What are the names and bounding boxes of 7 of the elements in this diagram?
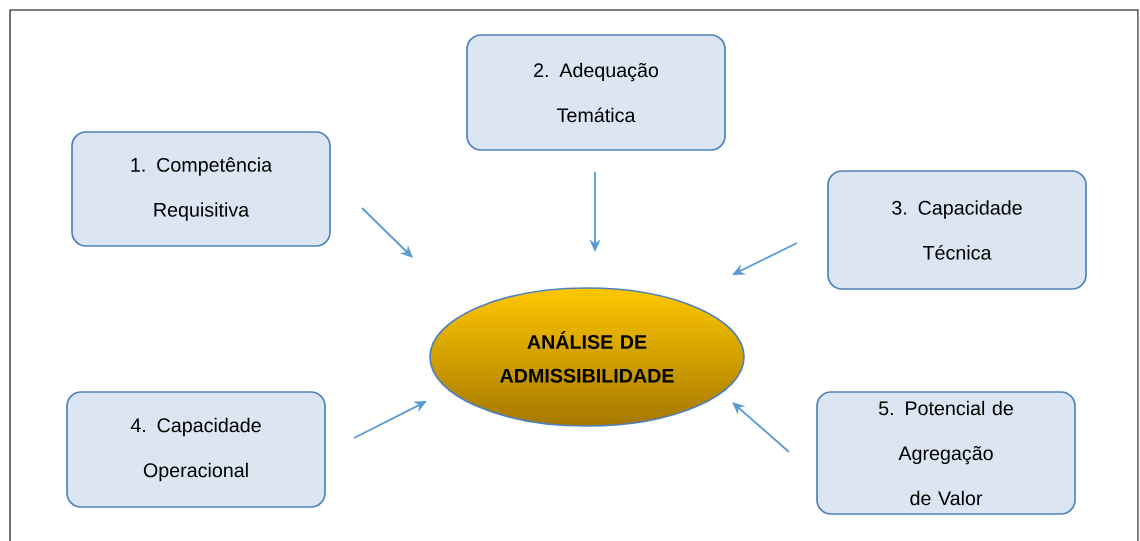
criterion-box: 2. Adequação Temática (466, 34, 726, 151)
arrow (361, 207, 413, 258)
arrow (732, 402, 790, 453)
criterion-box: 5. Potencial de Agregação de Valor (816, 391, 1076, 515)
criterion-box: 1. Competência Requisitiva (71, 131, 331, 247)
criterion-box: 4. Capacidade Operacional (66, 391, 326, 508)
criterion-box: 3. Capacidade Técnica (827, 170, 1087, 290)
